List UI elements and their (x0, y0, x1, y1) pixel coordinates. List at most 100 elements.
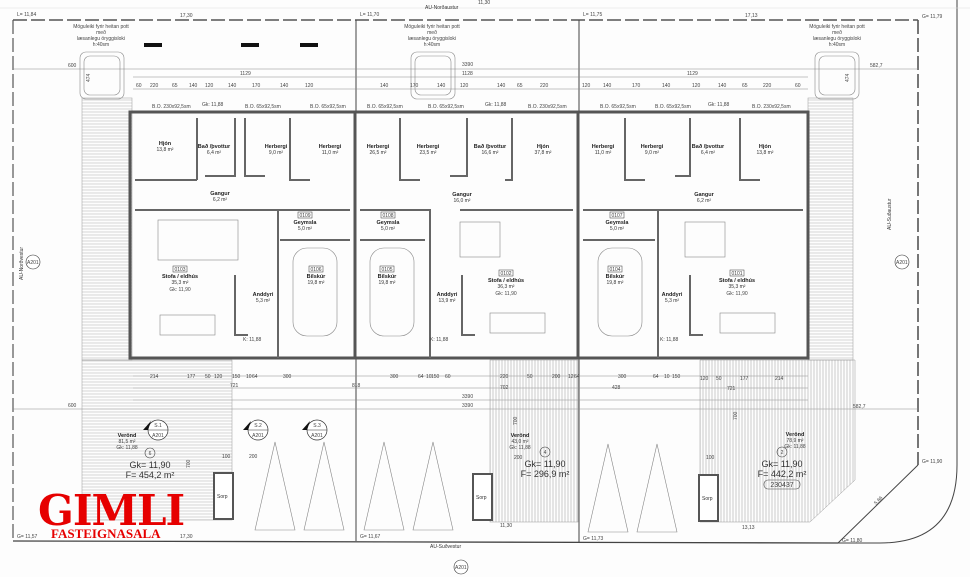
room-area: 36,3 m² (498, 284, 515, 290)
room-area: 19,8 m² (607, 280, 624, 286)
room-area: 11,0 m² (595, 150, 612, 156)
room-number: 0108 (382, 213, 393, 219)
room-area: 13,8 m² (157, 147, 174, 153)
section-label: S.3 (313, 423, 321, 429)
elevation: G= 11,80 (842, 538, 863, 544)
hot-tub-note-line: Möguleiki fyrir heitan pott (73, 24, 129, 30)
dim-label: 64 (653, 374, 659, 380)
section-arrow-icon (302, 421, 310, 439)
dim-label: 10 (426, 374, 432, 380)
room-name: Bað /þvottur (474, 143, 507, 150)
dim-label: 120 (582, 83, 591, 89)
room-name: Herbergi (641, 144, 664, 150)
dim-label: 300 (390, 374, 399, 380)
dim-label: 170 (252, 83, 261, 89)
hot-tub-note-line: læsanlegu öryggisloki (77, 36, 125, 42)
dim-label: 60 (445, 374, 451, 380)
logo-name: GIMLI (38, 486, 184, 535)
hot-tub-note-line: með (96, 29, 106, 36)
terrace-label: Verönd (511, 433, 530, 439)
dim-label: 582,7 (870, 63, 883, 69)
room-area: 37,8 m² (535, 150, 552, 156)
room-number-box (297, 211, 313, 219)
room-number-box (607, 265, 623, 273)
room-area: 19,8 m² (308, 280, 325, 286)
window-label: B.O. 65x92,5sm (245, 104, 281, 110)
room-area: 5,0 m² (381, 226, 396, 232)
section-arrow-icon (243, 421, 251, 439)
boundary-labels: AU-Norðaustur AU-Suðvestur AU-Norðvestur… (17, 0, 943, 550)
room-area: 9,0 m² (645, 150, 660, 156)
street-east: AU-Suðaustur (886, 198, 893, 230)
lot-id-box (763, 479, 801, 490)
dim-label: 600 (68, 63, 77, 69)
hot-tub-note-line: Möguleiki fyrir heitan pott (404, 24, 460, 30)
top-dimensions: 600 474 474 582,7 3390 1129 1128 1129 (68, 62, 883, 82)
dim-label: 700 (513, 416, 519, 425)
room-name: Bílskúr (307, 274, 327, 280)
street-south: AU-Suðvestur (430, 543, 461, 550)
dim-label: 818 (352, 383, 361, 389)
dim-label: 214 (150, 374, 159, 380)
lot-width: 11,30 (500, 523, 512, 529)
room-floor-elevation: Gk: 11,90 (726, 291, 748, 297)
room-area: 6,2 m² (697, 198, 712, 204)
room-number: 0107 (611, 213, 622, 219)
room-name: Hjón (537, 144, 550, 150)
dim-label: 200 (514, 455, 523, 461)
floor-elevation: Gk: 11,88 (202, 102, 224, 108)
dim-label: 120 (205, 83, 214, 89)
entrance-elevation: K: 11,88 (243, 337, 261, 343)
terrace-elevation: Gk: 11,88 (784, 444, 806, 450)
dim-label: 170 (410, 83, 419, 89)
terrace-label: Verönd (786, 432, 805, 438)
dim-label: 64 (418, 374, 424, 380)
room-area: 16,6 m² (482, 150, 499, 156)
dim-label: 150 (232, 374, 241, 380)
terrace-area: 81,5 m² (119, 439, 136, 445)
room-name: Herbergi (367, 144, 390, 150)
room-area: 19,8 m² (379, 280, 396, 286)
hot-tub-note-line: læsanlegu öryggisloki (813, 36, 861, 42)
entrance-elevation: K: 11,88 (430, 337, 448, 343)
room-name: Bað /þvottur (692, 143, 725, 150)
sorp-label: Sorp (702, 496, 713, 502)
elevation: G= 11,79 (922, 14, 943, 20)
dim-label: 428 (612, 385, 621, 391)
elevation: G= 11,73 (583, 536, 604, 542)
room-floor-elevation: Gk: 11,90 (169, 287, 191, 293)
lot-width: 5,66 (873, 495, 884, 506)
dim-label: 177 (740, 376, 749, 382)
hot-tub-note-line: h:40sm (424, 42, 440, 48)
dim-label: 120 (460, 83, 469, 89)
street-west: AU-Norðvestur (18, 247, 25, 280)
dim-label: 140 (380, 83, 389, 89)
section-ref: A201 (252, 433, 264, 439)
bottom-dimensions: 600 3390 3390 582,7 (68, 394, 866, 410)
room-area: 5,0 m² (298, 226, 313, 232)
lot-width: 17,13 (745, 13, 758, 19)
elevation: G= 11,90 (922, 459, 943, 465)
room-area: 35,3 m² (172, 280, 189, 286)
lot-area: F= 442,2 m² (758, 469, 807, 479)
room-area: 5,3 m² (256, 298, 271, 304)
section-label: S.2 (254, 423, 262, 429)
dim-label: 140 (662, 83, 671, 89)
dim-label: 3390 (462, 62, 473, 68)
street-north: AU-Norðaustur (425, 4, 459, 11)
room-name: Anddyri (662, 292, 683, 298)
section-label: S.1 (154, 423, 162, 429)
section-ref: A201 (311, 433, 323, 439)
room-number: 0101 (731, 271, 742, 277)
elevation: L= 11,70 (360, 12, 379, 18)
